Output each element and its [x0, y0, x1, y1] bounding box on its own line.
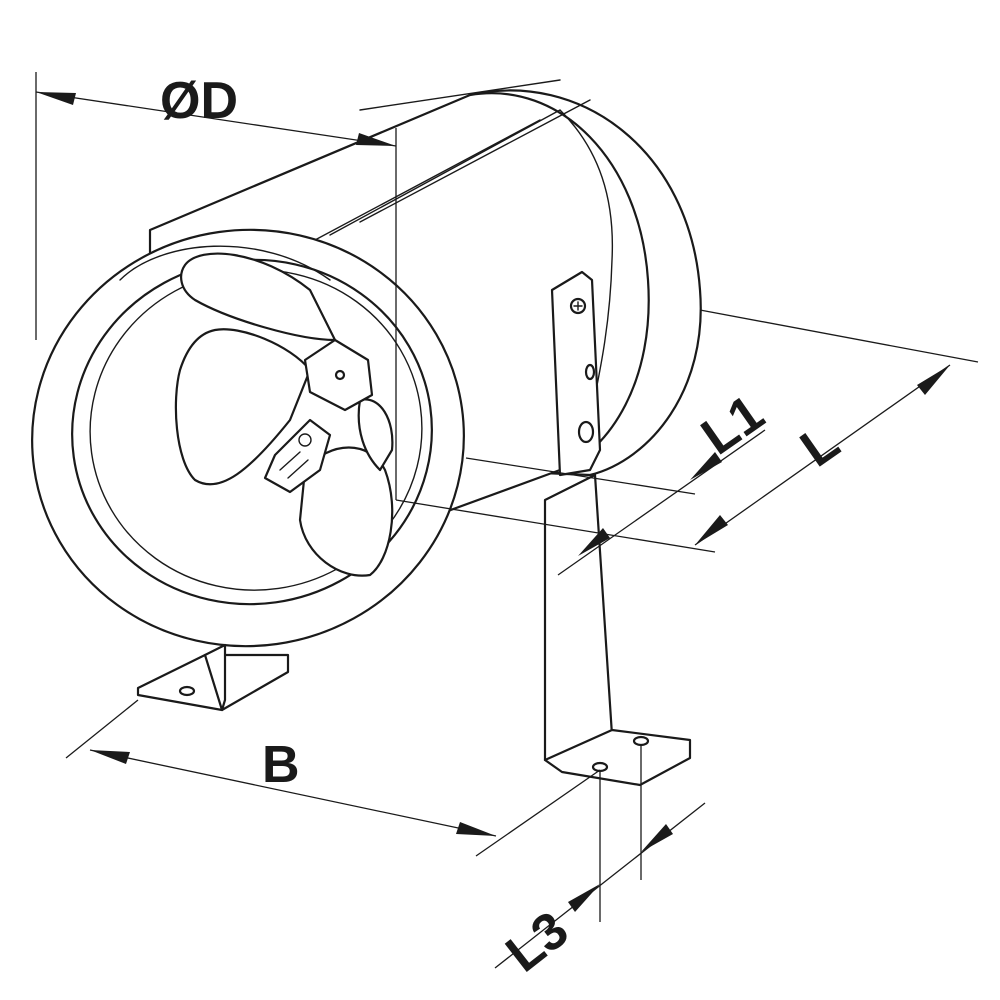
base-dim-line	[89, 749, 497, 837]
motor-bracket	[303, 338, 374, 412]
length-arrow-top	[917, 365, 950, 395]
motor-ribs	[279, 451, 309, 479]
length1-arrow-top	[690, 452, 722, 480]
left-foot-upright	[203, 643, 227, 712]
length3-arrow-left	[568, 884, 600, 912]
length-ext-top	[699, 309, 979, 363]
housing-seam-2	[299, 119, 541, 249]
motor-screw	[298, 433, 312, 447]
dimension-base: B	[65, 699, 601, 857]
diameter-arrow-right	[356, 133, 396, 146]
length3-arrow-right	[641, 824, 673, 852]
bracket-foot-plate	[543, 728, 692, 787]
length1-arrow-bottom	[578, 528, 610, 556]
base-arrow-left	[90, 750, 130, 764]
bracket-leg	[543, 473, 614, 767]
base-ext-right	[475, 769, 601, 857]
diameter-dim-line	[35, 91, 397, 147]
length1-ext	[465, 457, 696, 495]
base-ext-left	[65, 699, 139, 759]
bracket-hole-1	[584, 363, 596, 381]
dimension-length3: L3	[494, 746, 706, 984]
housing-seam-1	[329, 109, 614, 421]
diameter-label: ØD	[160, 72, 238, 130]
length-ext-bottom	[395, 499, 716, 553]
housing-seam-3	[359, 99, 591, 223]
length3-label: L3	[496, 901, 580, 984]
hub-bolt	[334, 369, 346, 381]
bracket-upper-strap	[550, 270, 602, 477]
diameter-arrow-left	[36, 92, 76, 105]
impeller-blade-top	[180, 252, 337, 342]
impeller-blade-bottom	[298, 446, 394, 577]
impeller	[174, 252, 394, 577]
length-dim-line	[694, 364, 951, 546]
bracket-hole-2	[577, 420, 595, 444]
length1-dim-line	[557, 429, 766, 576]
bracket-foot-hole-2	[632, 735, 650, 747]
bracket-foot-hole-1	[591, 761, 609, 773]
base-arrow-right	[456, 822, 496, 836]
length-arrow-bottom	[695, 515, 728, 545]
left-foot-hole	[178, 685, 196, 697]
bracket-screw-cross	[573, 301, 583, 311]
impeller-blade-left	[174, 328, 312, 486]
dimension-diameter: ØD	[35, 72, 397, 500]
left-foot	[136, 643, 290, 712]
impeller-blade-right	[357, 398, 394, 472]
flange-inner-shadow	[119, 245, 331, 281]
motor-block	[263, 418, 332, 494]
housing-top-edge	[359, 79, 561, 111]
bracket-screw	[569, 297, 587, 315]
length1-label: L1	[691, 384, 774, 466]
length-label: L	[791, 413, 850, 479]
base-label: B	[262, 736, 300, 794]
right-bracket	[543, 270, 692, 787]
